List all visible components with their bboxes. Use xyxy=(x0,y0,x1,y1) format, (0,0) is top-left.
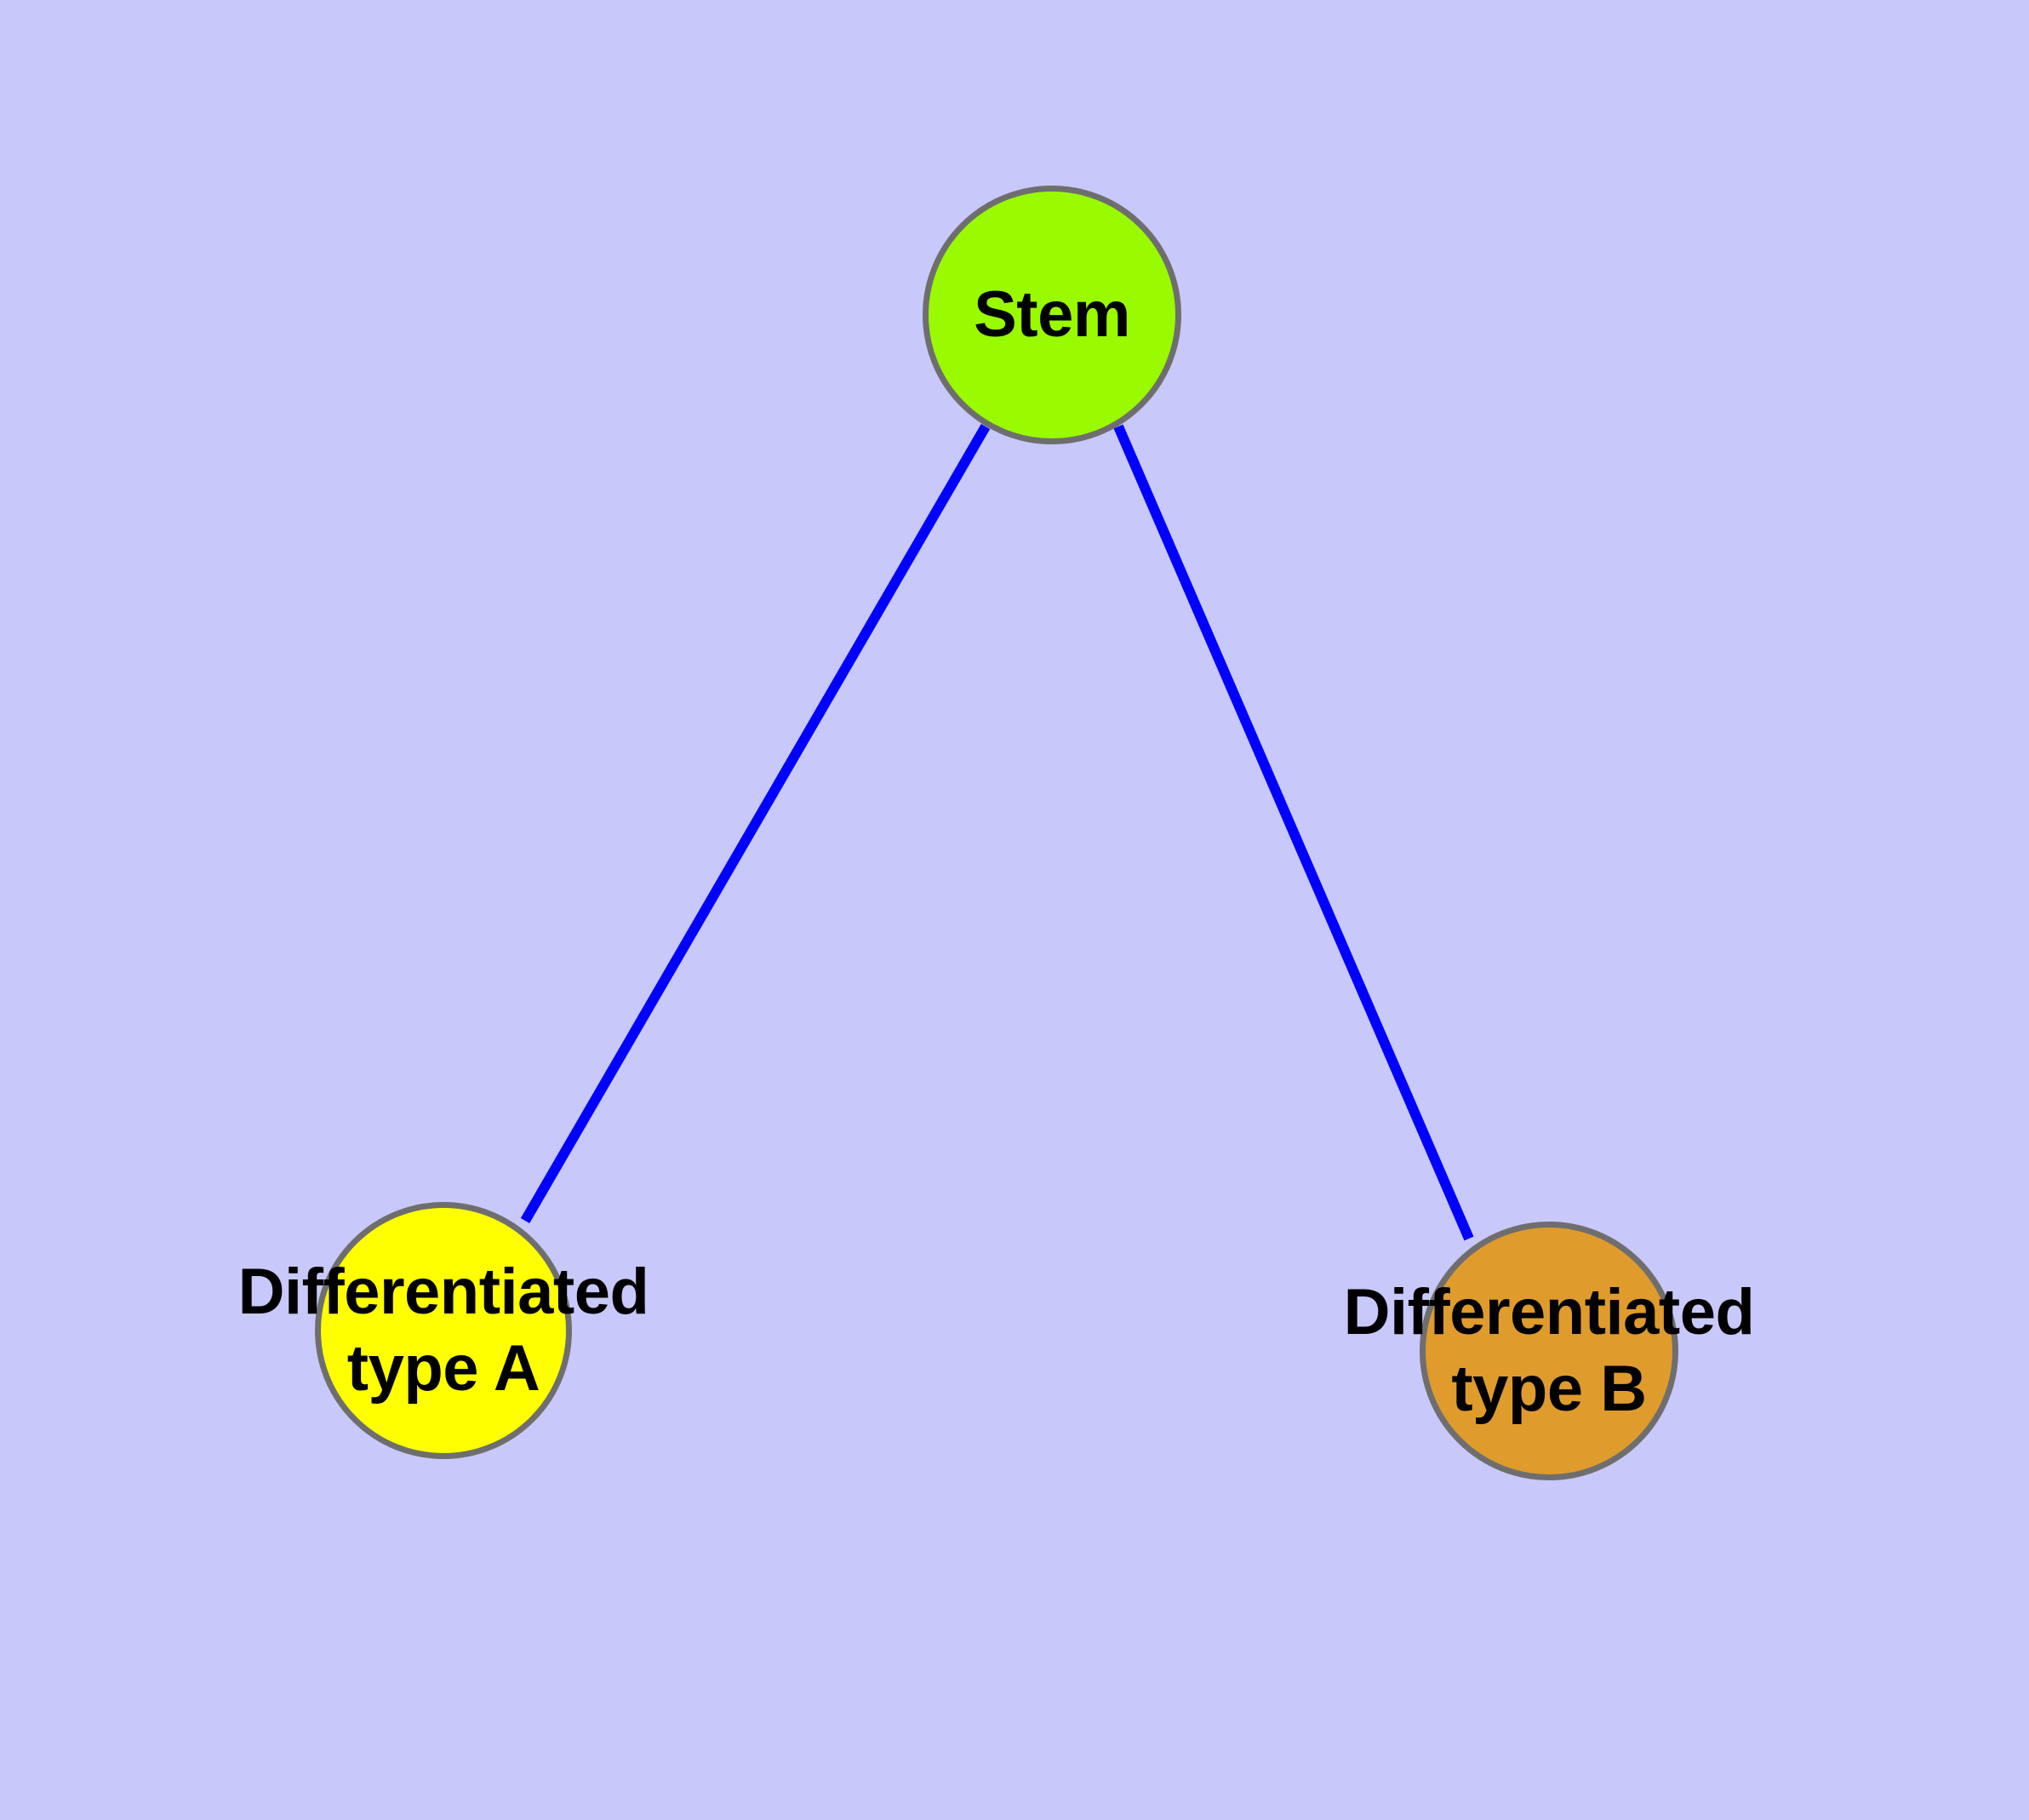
node-differentiated-type-a[interactable] xyxy=(315,1202,572,1459)
edge-stem-to-differentiated-type-b[interactable] xyxy=(1113,424,1474,1241)
node-differentiated-type-b[interactable] xyxy=(1420,1222,1678,1480)
node-stem[interactable] xyxy=(923,186,1181,444)
edge-stem-to-differentiated-type-a[interactable] xyxy=(520,423,991,1224)
